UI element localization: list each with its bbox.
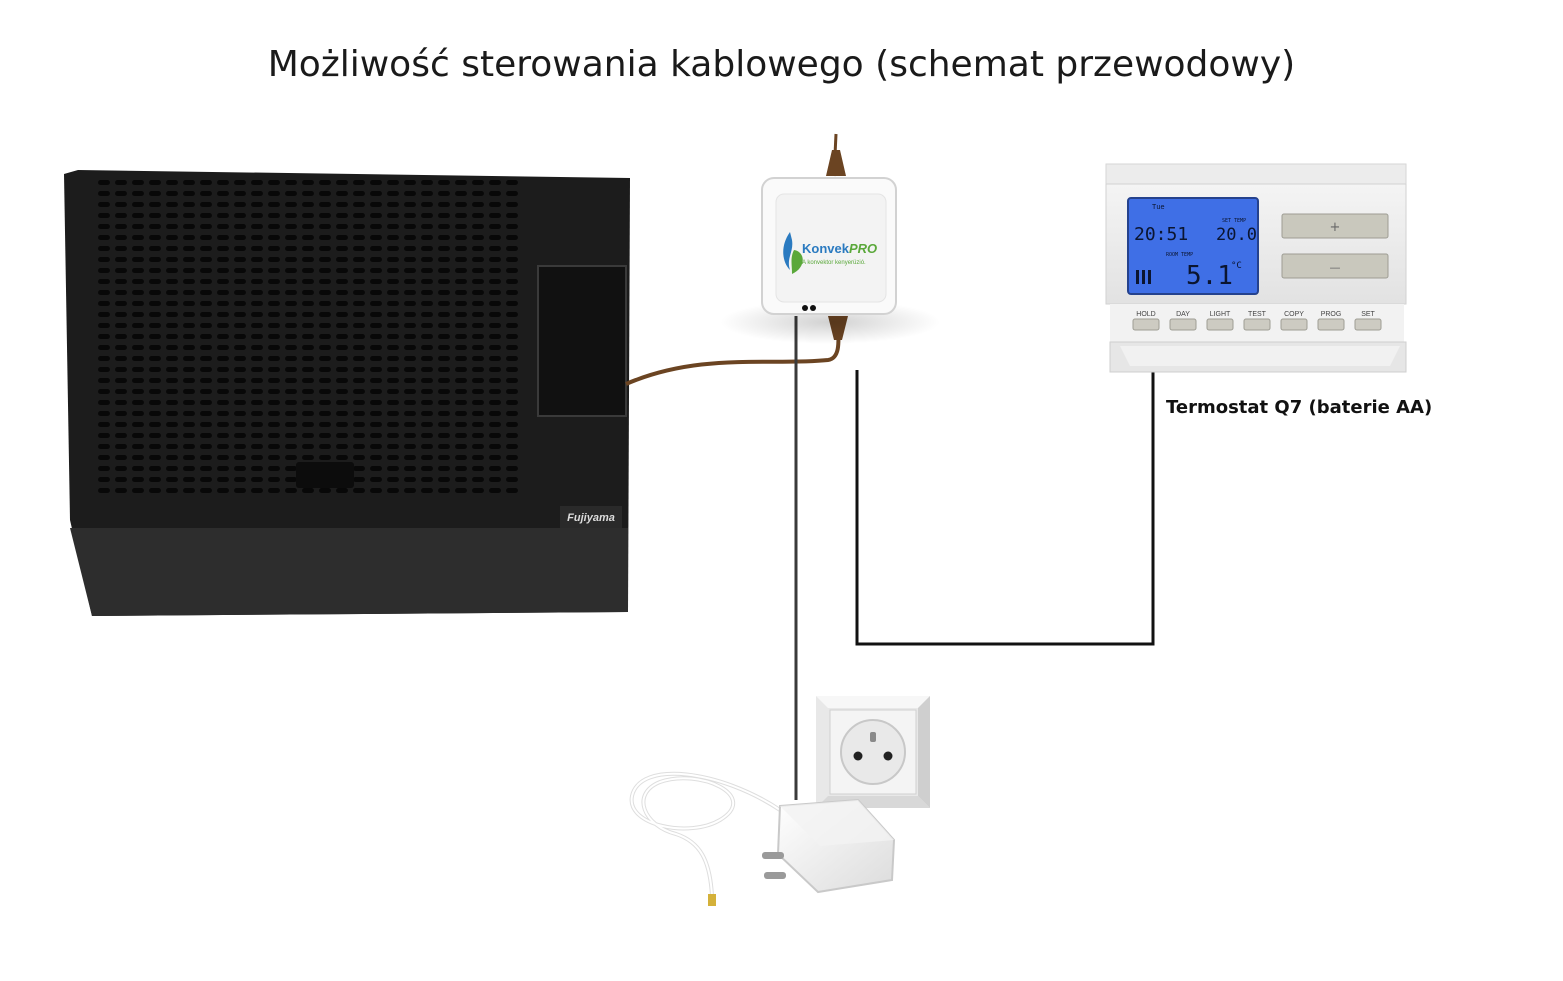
thermostat-button-label-test: TEST xyxy=(1248,311,1267,318)
controller-led-2 xyxy=(810,305,816,311)
thermostat-button-test[interactable] xyxy=(1243,318,1271,331)
thermostat-wire xyxy=(855,370,1155,646)
down-key-label: — xyxy=(1330,261,1341,274)
lcd-room-temp: 5.1 xyxy=(1186,261,1233,291)
convector-heater: Fujiyama xyxy=(64,170,630,616)
lcd-set-label: SET TEMP xyxy=(1222,218,1246,224)
adapter-cable-coil xyxy=(629,771,782,898)
heater-base xyxy=(70,528,628,616)
lcd-time: 20:51 xyxy=(1134,224,1188,245)
socket-hole-right xyxy=(883,751,893,761)
svg-text:KonvekPRO: KonvekPRO xyxy=(802,241,877,256)
wall-socket xyxy=(816,696,930,808)
thermostat-button-prog[interactable] xyxy=(1317,318,1345,331)
thermostat-button-light[interactable] xyxy=(1206,318,1234,331)
thermostat-button-label-copy: COPY xyxy=(1284,311,1304,318)
socket-face xyxy=(840,719,906,785)
page-title: Możliwość sterowania kablowego (schemat … xyxy=(267,44,1296,85)
dc-plug-tip xyxy=(708,894,716,906)
thermostat-button-row: HOLD DAY LIGHT TEST COPY PROG SET xyxy=(1132,311,1382,331)
thermostat-q7: Tue SET TEMP 20:51 20.0 ROOM TEMP 5.1 °C… xyxy=(1105,163,1407,373)
socket-earth-pin xyxy=(870,732,876,742)
thermostat-top-edge xyxy=(1105,163,1407,185)
up-key[interactable] xyxy=(1281,213,1389,239)
thermostat-button-label-light: LIGHT xyxy=(1210,311,1231,318)
flame-logo-icon xyxy=(783,232,793,270)
thermostat-caption: Termostat Q7 (baterie AA) xyxy=(1166,397,1433,418)
lcd-heat-indicator-icon xyxy=(1136,270,1151,284)
up-key-label: + xyxy=(1330,220,1341,235)
heater-grille xyxy=(96,178,520,496)
heater-brand-plate xyxy=(560,506,622,528)
adapter-pin-bottom xyxy=(764,872,786,879)
antenna-connector xyxy=(826,150,846,176)
heater-control-panel xyxy=(537,265,627,417)
heater-brand-label: Fujiyama xyxy=(567,512,615,524)
konvekpro-controller: KonvekPRO A konvektor kenyerüzió. xyxy=(720,177,940,344)
controller-brand-a: Konvek xyxy=(802,241,850,256)
thermostat-lcd xyxy=(1127,197,1259,295)
socket-hole-left xyxy=(853,751,863,761)
down-key[interactable] xyxy=(1281,253,1389,279)
heater-badge xyxy=(296,462,354,488)
adapter-pin-top xyxy=(762,852,784,859)
controller-tagline: A konvektor kenyerüzió. xyxy=(802,260,866,266)
controller-brand-b: PRO xyxy=(849,241,877,256)
lcd-unit: °C xyxy=(1231,261,1242,271)
lcd-day: Tue xyxy=(1152,203,1165,211)
thermostat-button-label-set: SET xyxy=(1361,311,1375,318)
thermostat-button-label-prog: PROG xyxy=(1321,311,1342,318)
thermostat-button-copy[interactable] xyxy=(1280,318,1308,331)
leaf-logo-icon xyxy=(791,250,803,274)
lcd-room-label: ROOM TEMP xyxy=(1166,252,1193,258)
lcd-set-temp: 20.0 xyxy=(1216,225,1257,245)
power-adapter xyxy=(629,771,896,906)
thermostat-button-label-day: DAY xyxy=(1176,311,1190,318)
controller-led-1 xyxy=(802,305,808,311)
thermostat-button-label-hold: HOLD xyxy=(1136,311,1155,318)
thermostat-button-day[interactable] xyxy=(1169,318,1197,331)
thermostat-button-set[interactable] xyxy=(1354,318,1382,331)
thermostat-button-hold[interactable] xyxy=(1132,318,1160,331)
